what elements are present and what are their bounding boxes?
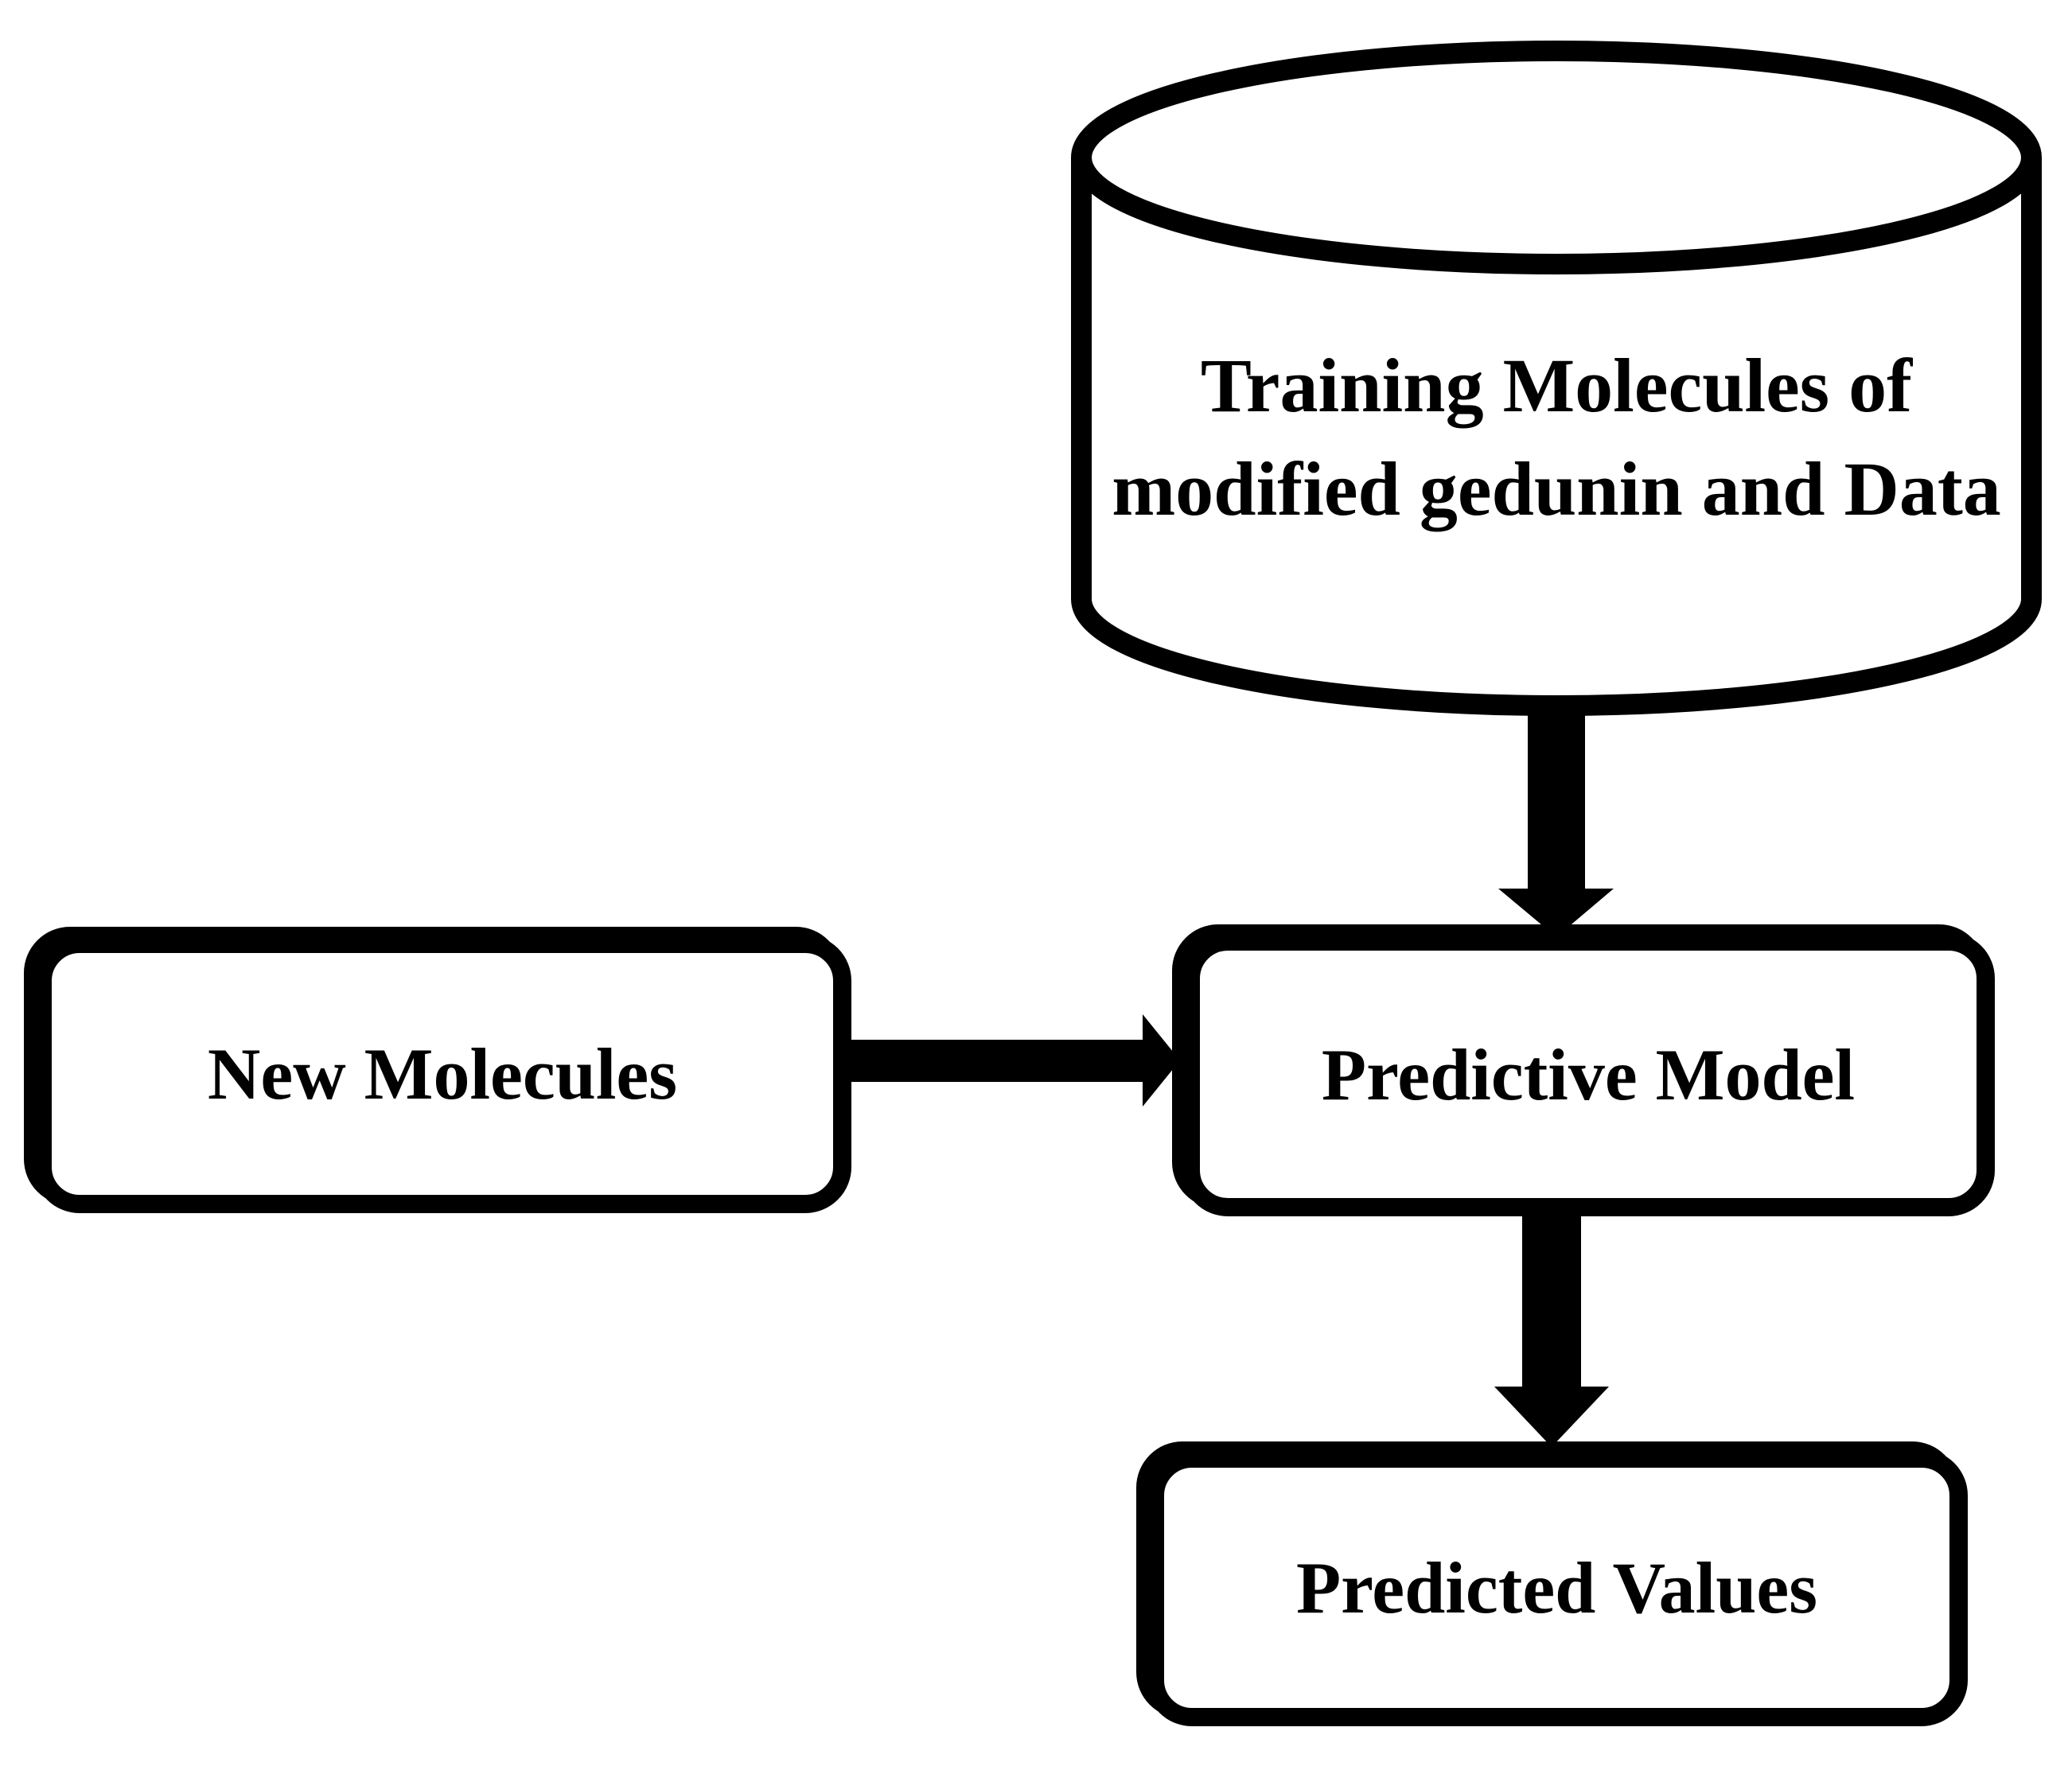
predicted-values-label: Predicted Values	[1295, 1547, 1818, 1628]
training-database-label: Training Molecules of modified gedunin a…	[1079, 334, 2034, 541]
node-new-molecules: New Molecules	[33, 935, 851, 1213]
new-molecules-label: New Molecules	[207, 1033, 678, 1115]
arrow-model-to-values-icon	[1494, 1205, 1609, 1447]
database-cylinder-top	[1071, 41, 2042, 274]
database-cylinder-body	[1071, 158, 2042, 716]
arrow-db-to-model-icon	[1498, 692, 1614, 937]
training-database-label-line1: Training Molecules of	[1200, 343, 1913, 428]
database-cylinder	[1071, 41, 2042, 716]
training-database-label-line2: modified gedunin and Data	[1112, 446, 2001, 531]
node-predictive-model: Predictive Model	[1182, 932, 1995, 1216]
node-predicted-values: Predicted Values	[1146, 1449, 1968, 1726]
arrow-newmolecules-to-model-icon	[842, 1014, 1180, 1107]
predictive-model-label: Predictive Model	[1321, 1033, 1856, 1115]
